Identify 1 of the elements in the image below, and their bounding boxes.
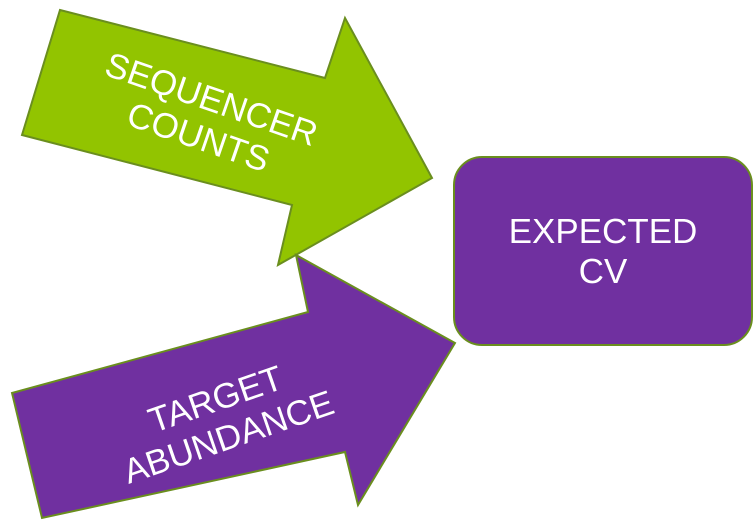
rounded-box: EXPECTED CV — [453, 156, 753, 346]
